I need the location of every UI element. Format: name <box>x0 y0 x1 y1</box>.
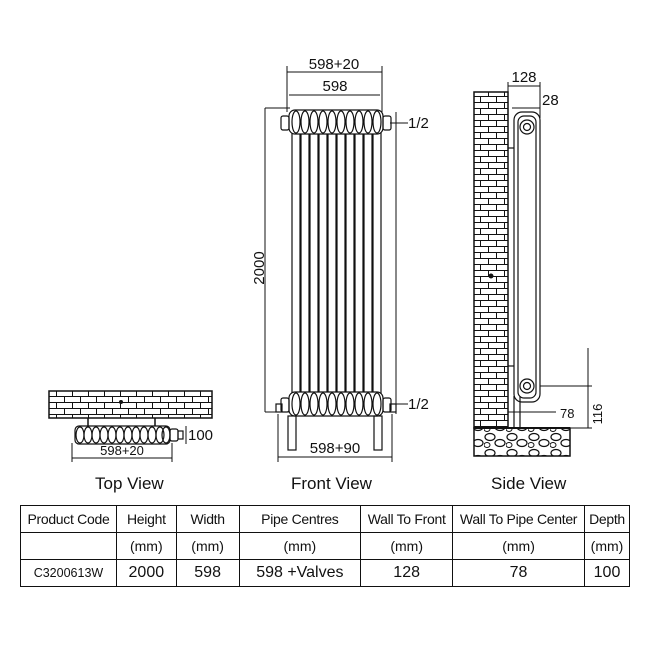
side-view-wall <box>473 91 509 429</box>
front-view-radiator <box>275 109 397 451</box>
spec-table: Product Code Height Width Pipe Centres W… <box>20 505 630 587</box>
header-wall-to-pipe-center: Wall To Pipe Center <box>452 505 585 533</box>
side-view: 128 28 78 116 <box>473 69 605 457</box>
spec-table-unit-row: (mm) (mm) (mm) (mm) (mm) (mm) <box>20 532 630 560</box>
front-view-title: Front View <box>291 474 372 493</box>
front-view-height-label: 2000 <box>251 251 268 284</box>
unit-depth: (mm) <box>584 532 630 560</box>
side-view-wall-to-front-label: 128 <box>511 69 536 86</box>
front-view-width-label: 598 <box>322 78 347 95</box>
top-view-wall <box>48 390 213 419</box>
side-view-top-offset-label: 28 <box>542 92 559 109</box>
front-view-thread-top-label: 1/2 <box>408 115 429 132</box>
side-view-wall-to-pipe-label: 78 <box>560 406 574 421</box>
header-width: Width <box>175 505 240 533</box>
side-view-title: Side View <box>491 474 567 493</box>
value-width: 598 <box>175 559 240 587</box>
value-wall-to-front: 128 <box>360 559 454 587</box>
side-view-pipe-height-label: 116 <box>590 404 605 425</box>
unit-product-code <box>20 532 117 560</box>
header-pipe-centres: Pipe Centres <box>238 505 362 533</box>
header-depth: Depth <box>584 505 630 533</box>
spec-table-value-row: C3200613W 2000 598 598 +Valves 128 78 10… <box>20 559 630 587</box>
top-view: 598+20 100 <box>48 390 213 462</box>
top-view-radiator <box>74 425 184 445</box>
side-view-radiator <box>508 111 541 403</box>
top-view-width-label: 598+20 <box>100 443 144 458</box>
technical-drawing: 598+20 100 598+20 598 2000 <box>48 56 605 462</box>
value-wall-to-pipe-center: 78 <box>452 559 585 587</box>
front-view-overall-width-label: 598+20 <box>309 56 359 73</box>
unit-height: (mm) <box>115 532 177 560</box>
unit-pipe-centres: (mm) <box>238 532 362 560</box>
header-wall-to-front: Wall To Front <box>360 505 454 533</box>
side-view-ground <box>473 427 571 457</box>
value-depth: 100 <box>584 559 630 587</box>
header-product-code: Product Code <box>20 505 117 533</box>
top-view-title: Top View <box>95 474 164 493</box>
front-view-bottom-width-label: 598+90 <box>310 440 360 457</box>
value-pipe-centres: 598 +Valves <box>238 559 362 587</box>
header-height: Height <box>115 505 177 533</box>
unit-wall-to-front: (mm) <box>360 532 454 560</box>
unit-wall-to-pipe-center: (mm) <box>452 532 585 560</box>
top-view-depth-label: 100 <box>188 427 213 444</box>
value-height: 2000 <box>115 559 177 587</box>
spec-table-header-row: Product Code Height Width Pipe Centres W… <box>20 505 630 533</box>
unit-width: (mm) <box>175 532 240 560</box>
value-product-code: C3200613W <box>20 559 117 587</box>
front-view: 598+20 598 2000 <box>251 56 429 462</box>
front-view-thread-bottom-label: 1/2 <box>408 396 429 413</box>
